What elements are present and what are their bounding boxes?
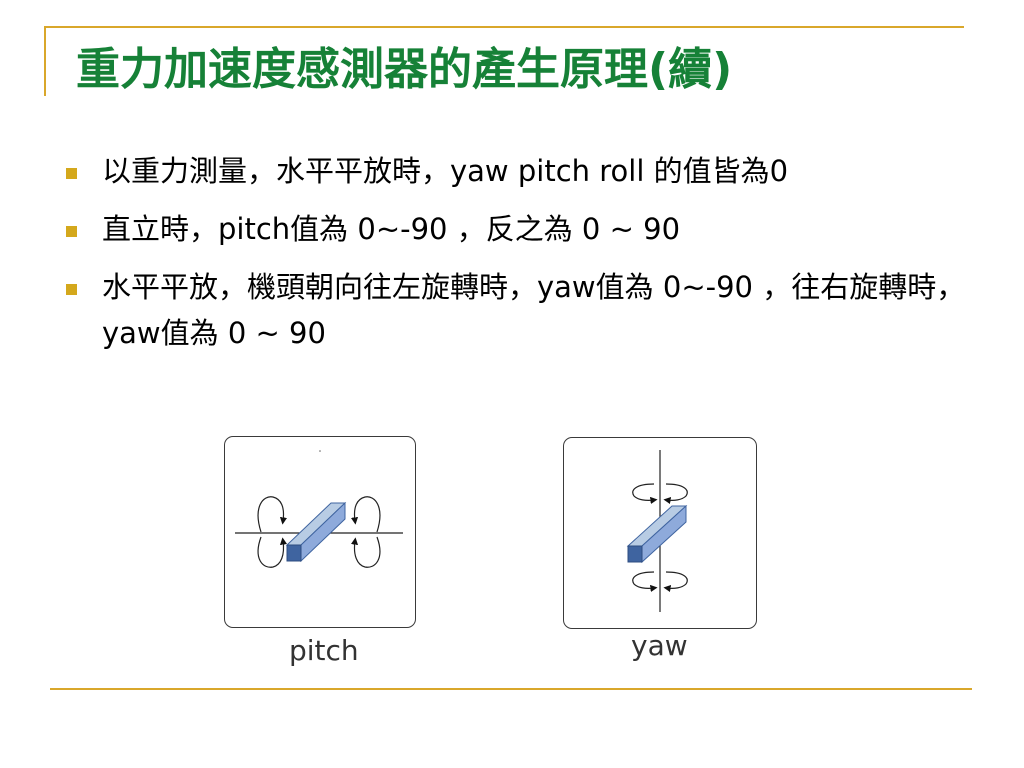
bullet-item: 以重力測量，水平平放時，yaw pitch roll 的值皆為0 xyxy=(62,148,972,194)
yaw-rotation-icon xyxy=(626,450,688,612)
square-bullet-icon xyxy=(66,284,77,295)
bullet-text: 水平平放，機頭朝向往左旋轉時，yaw值為 0~-90 ，往右旋轉時，yaw值為 … xyxy=(102,270,966,350)
bullet-item: 水平平放，機頭朝向往左旋轉時，yaw值為 0~-90 ，往右旋轉時，yaw值為 … xyxy=(62,264,972,356)
pitch-rotation-icon xyxy=(235,450,403,568)
square-bullet-icon xyxy=(66,168,77,179)
yaw-figure xyxy=(563,437,757,629)
square-bullet-icon xyxy=(66,226,77,237)
bullet-text: 以重力測量，水平平放時，yaw pitch roll 的值皆為0 xyxy=(102,154,789,188)
title-accent-horizontal-line xyxy=(44,26,964,28)
bullet-item: 直立時，pitch值為 0~-90 ，反之為 0 ~ 90 xyxy=(62,206,972,252)
pitch-caption: pitch xyxy=(289,634,359,667)
footer-divider-line xyxy=(50,688,972,690)
bullet-text: 直立時，pitch值為 0~-90 ，反之為 0 ~ 90 xyxy=(102,212,681,246)
pitch-figure xyxy=(224,436,416,628)
slide-title: 重力加速度感測器的產生原理(續) xyxy=(76,44,733,95)
yaw-caption: yaw xyxy=(631,629,688,662)
bullet-list: 以重力測量，水平平放時，yaw pitch roll 的值皆為0 直立時，pit… xyxy=(62,148,972,368)
title-accent-vertical-line xyxy=(44,26,46,96)
